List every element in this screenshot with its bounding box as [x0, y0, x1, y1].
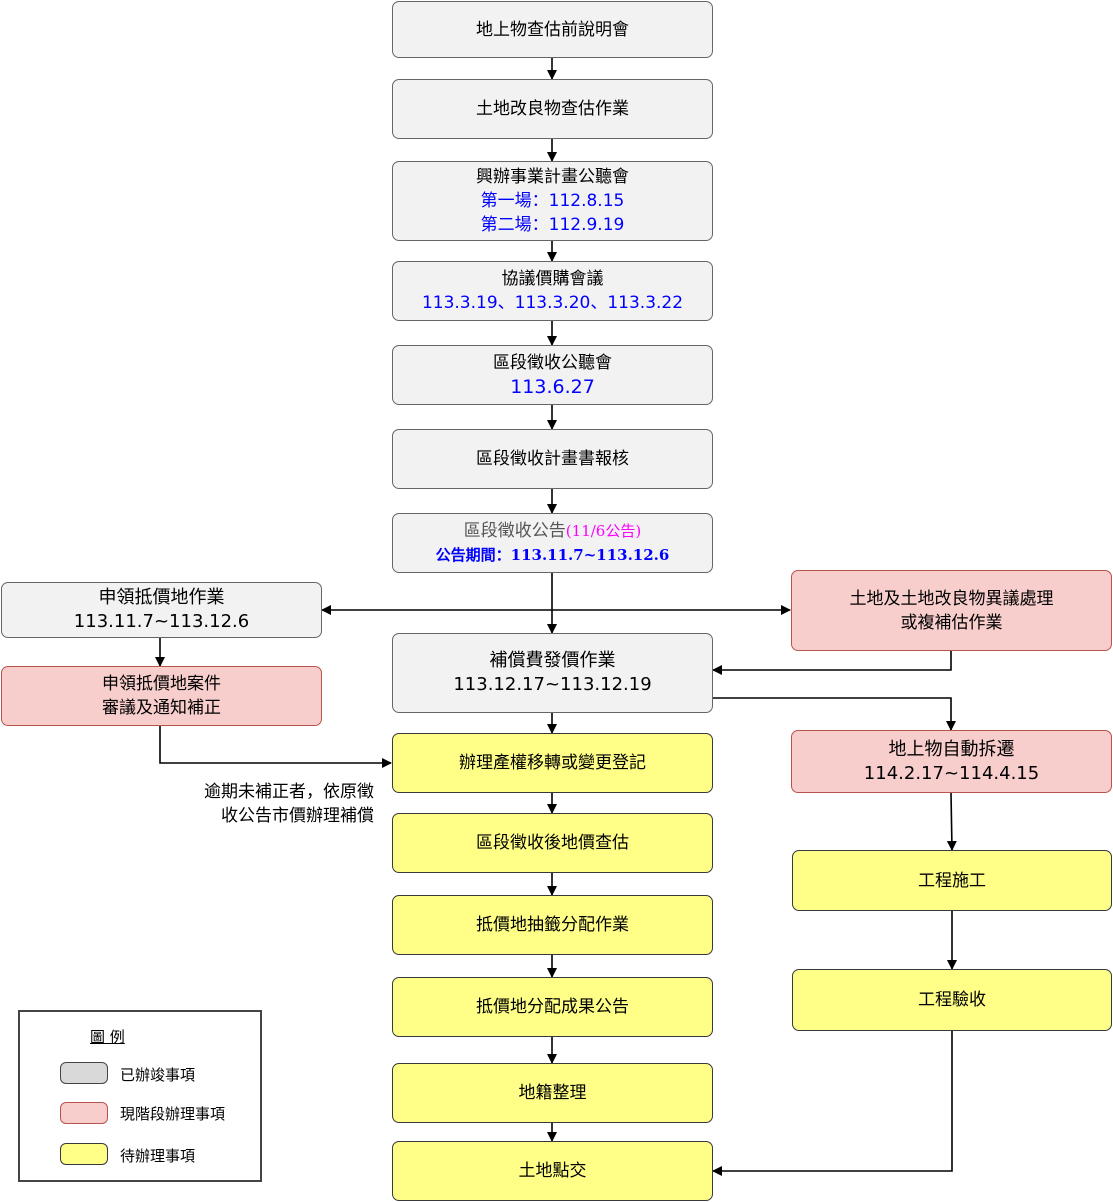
step-label-second: 審議及通知補正	[102, 698, 221, 718]
legend-swatch-todo	[60, 1143, 108, 1165]
note-line-2: 收公告市價辦理補償	[221, 806, 374, 826]
step-dates: 113.11.7~113.12.6	[73, 611, 250, 632]
legend: 圖 例 已辦竣事項 現階段辦理事項 待辦理事項	[18, 1010, 262, 1182]
step-pre-assessment-briefing: 地上物查估前說明會	[392, 1, 713, 58]
step-dates: 113.3.19、113.3.20、113.3.22	[421, 293, 684, 313]
step-negotiated-purchase: 協議價購會議 113.3.19、113.3.20、113.3.22	[392, 261, 713, 321]
announcement-date-note: (11/6公告)	[565, 522, 642, 540]
arrow-r2-r3	[946, 792, 957, 851]
step-date-first: 第一場：112.8.15	[480, 191, 625, 211]
step-label: 區段徵收後地價查估	[476, 833, 629, 853]
step-label: 區段徵收公聽會	[493, 353, 612, 373]
step-label: 申領抵價地作業	[98, 587, 225, 608]
step-plan-submission: 區段徵收計畫書報核	[392, 429, 713, 489]
arrow-l2-b9	[159, 726, 392, 768]
step-label: 工程施工	[918, 870, 986, 891]
step-construction: 工程施工	[792, 850, 1112, 911]
step-dates: 114.2.17~114.4.15	[863, 762, 1040, 784]
arrow-r1-b8	[712, 651, 952, 675]
legend-label-done: 已辦竣事項	[120, 1066, 196, 1084]
step-label: 區段徵收公告	[463, 521, 566, 541]
step-label: 土地點交	[518, 1161, 587, 1181]
step-zone-expropriation-hearing: 區段徵收公聽會 113.6.27	[392, 345, 713, 405]
legend-title: 圖 例	[90, 1028, 125, 1046]
step-public-hearing: 興辦事業計畫公聽會 第一場：112.8.15 第二場：112.9.19	[392, 161, 713, 241]
legend-label-current: 現階段辦理事項	[120, 1105, 226, 1123]
step-label: 抵價地抽籤分配作業	[476, 915, 629, 935]
arrow-b8-r2	[713, 697, 956, 731]
step-compensation-payment: 補償費發價作業 113.12.17~113.12.19	[392, 633, 713, 713]
step-label: 地上物查估前說明會	[476, 19, 629, 40]
step-lottery-allocation: 抵價地抽籤分配作業	[392, 895, 713, 955]
step-dates: 113.12.17~113.12.19	[453, 674, 652, 695]
step-label: 協議價購會議	[501, 269, 604, 289]
step-expropriation-announcement: 區段徵收公告(11/6公告) 公告期間：113.11.7~113.12.6	[392, 513, 713, 573]
step-label: 地籍整理	[518, 1083, 587, 1103]
step-title-transfer-registration: 辦理產權移轉或變更登記	[392, 733, 713, 793]
step-post-expropriation-valuation: 區段徵收後地價查估	[392, 813, 713, 873]
step-label: 補償費發價作業	[489, 650, 616, 671]
legend-swatch-done	[60, 1062, 108, 1084]
step-apply-offset-land: 申領抵價地作業 113.11.7~113.12.6	[1, 582, 322, 638]
step-label: 申領抵價地案件	[102, 674, 221, 694]
step-cadastral-arrangement: 地籍整理	[392, 1063, 713, 1123]
step-date: 113.6.27	[510, 376, 595, 398]
step-construction-acceptance: 工程驗收	[792, 969, 1112, 1031]
step-allocation-result-announcement: 抵價地分配成果公告	[392, 977, 713, 1037]
step-label: 興辦事業計畫公聽會	[476, 167, 629, 187]
step-label: 土地及土地改良物異議處理	[849, 588, 1054, 609]
step-label-second: 或複補估作業	[900, 612, 1003, 633]
step-objection-handling: 土地及土地改良物異議處理 或複補估作業	[791, 570, 1112, 651]
note-line-1: 逾期未補正者，依原徵	[204, 782, 374, 802]
step-land-improvement-assessment: 土地改良物查估作業	[392, 79, 713, 139]
step-label: 辦理產權移轉或變更登記	[459, 753, 646, 773]
step-date-second: 第二場：112.9.19	[480, 215, 625, 235]
step-label: 地上物自動拆遷	[888, 738, 1015, 760]
step-label: 抵價地分配成果公告	[476, 997, 629, 1017]
step-label: 土地改良物查估作業	[476, 99, 629, 119]
arrow-r4-b14	[712, 1031, 953, 1176]
legend-label-todo: 待辦理事項	[120, 1147, 196, 1165]
step-label: 工程驗收	[918, 990, 986, 1010]
overdue-note: 逾期未補正者，依原徵 收公告市價辦理補償	[168, 780, 374, 828]
step-label-row: 區段徵收公告(11/6公告)	[464, 519, 641, 543]
step-label: 區段徵收計畫書報核	[476, 449, 629, 469]
step-review-offset-land-cases: 申領抵價地案件 審議及通知補正	[1, 666, 322, 726]
step-voluntary-demolition: 地上物自動拆遷 114.2.17~114.4.15	[791, 730, 1112, 793]
announcement-period: 公告期間：113.11.7~113.12.6	[435, 546, 670, 564]
legend-swatch-current	[60, 1102, 108, 1124]
step-land-handover: 土地點交	[392, 1141, 713, 1201]
